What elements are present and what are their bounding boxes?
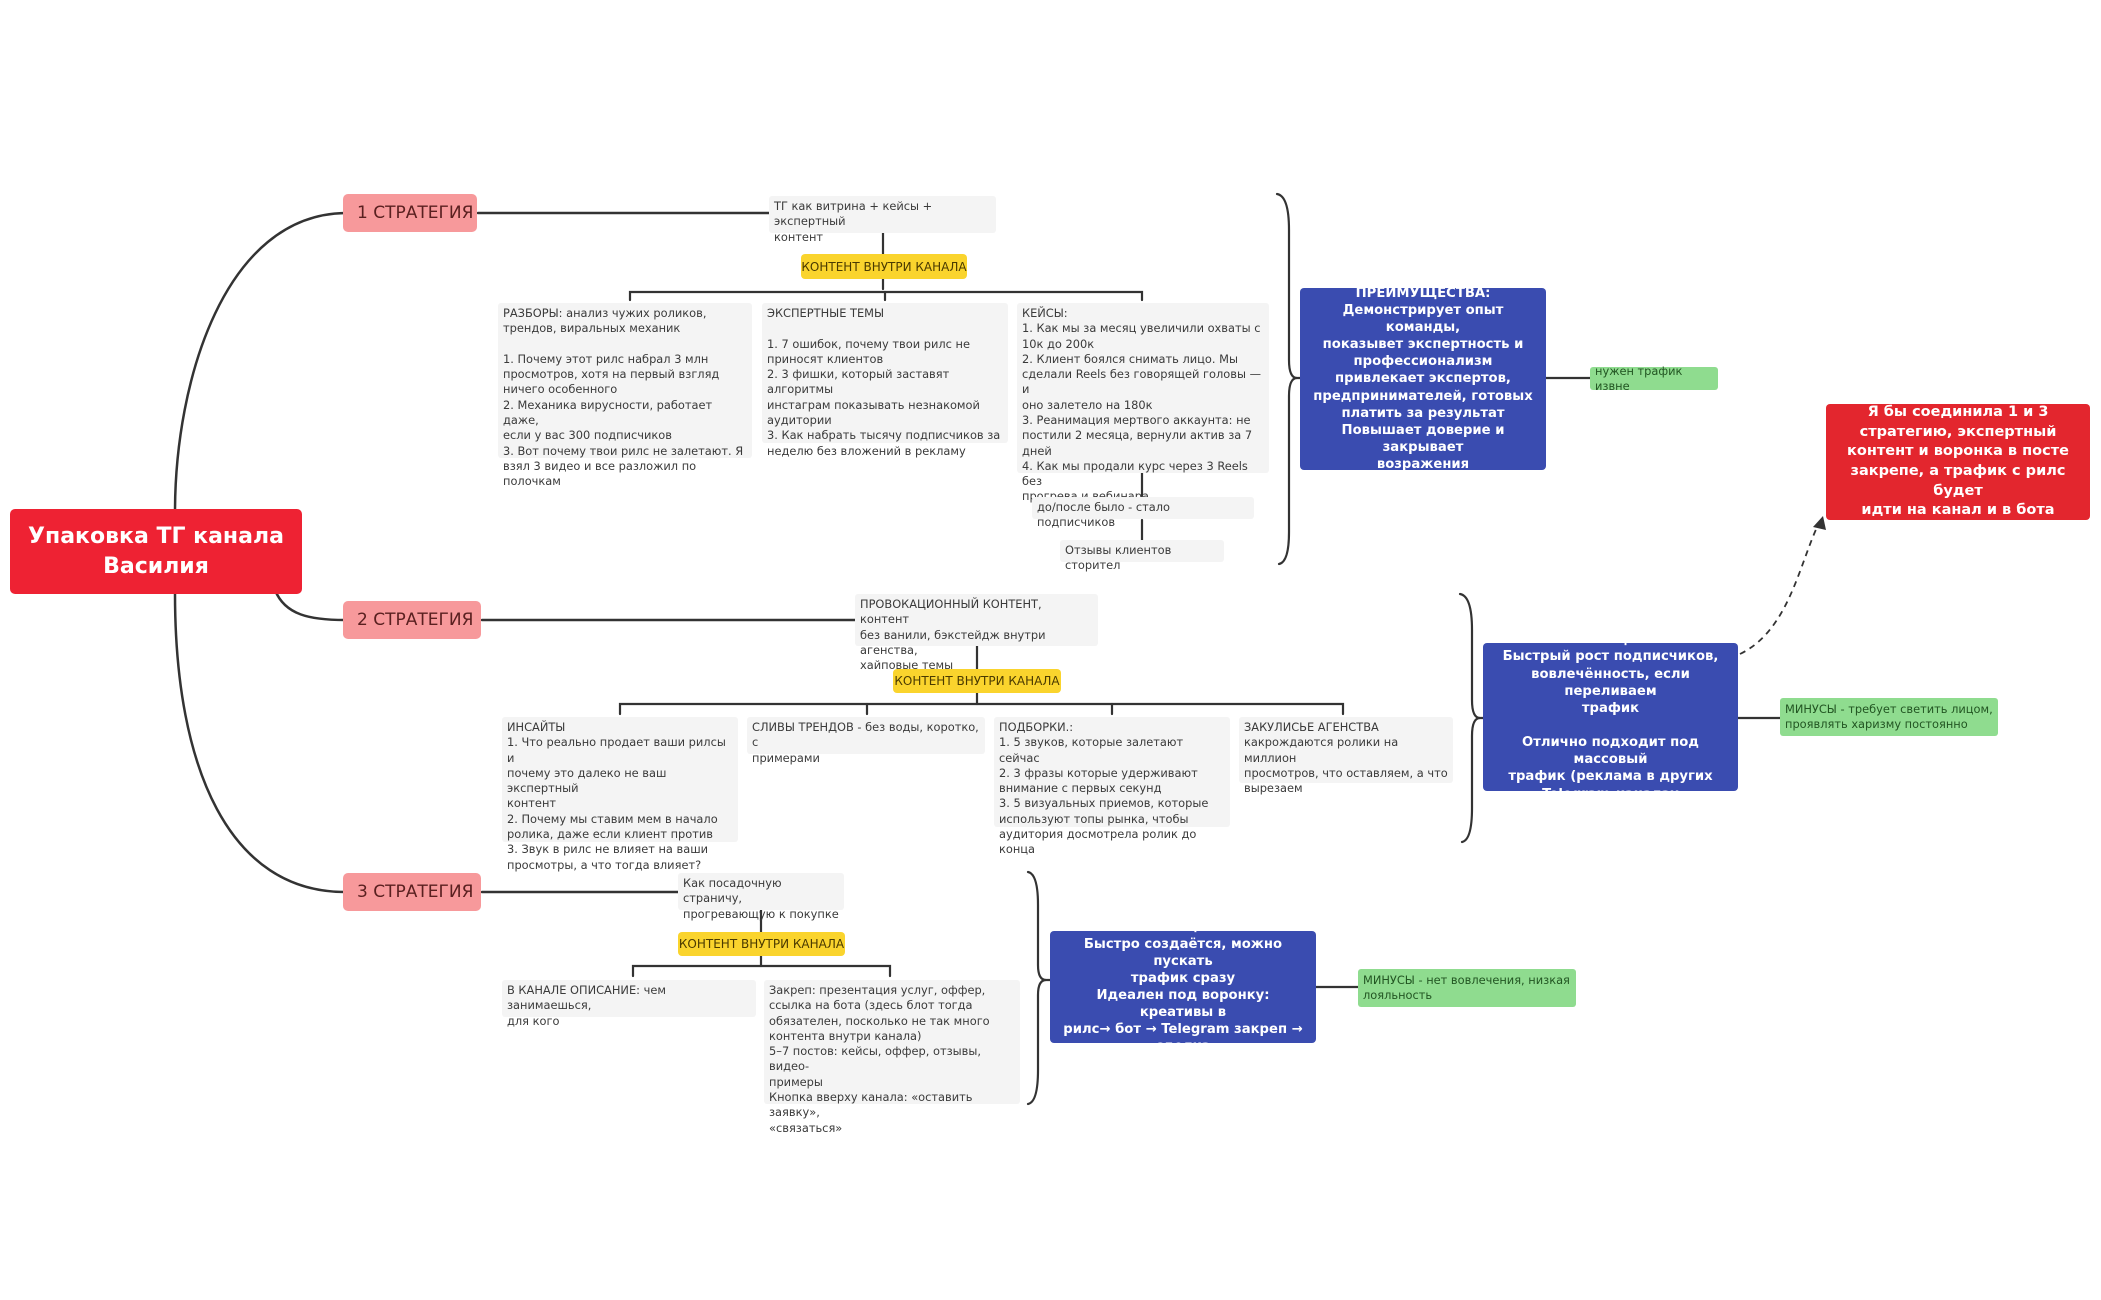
strategy-2-note[interactable]: МИНУСЫ - требует светить лицом, проявлят… — [1780, 698, 1998, 736]
brace-s2 — [1458, 592, 1481, 844]
strategy-3-content-label[interactable]: КОНТЕНТ ВНУТРИ КАНАЛА — [678, 932, 845, 956]
strategy-1-item-breakdowns[interactable]: РАЗБОРЫ: анализ чужих роликов, трендов, … — [498, 303, 752, 488]
root-topic[interactable]: Упаковка ТГ канала Василия — [10, 509, 302, 594]
strategy-1-sub-reviews[interactable]: Отзывы клиентов сторител — [1060, 540, 1224, 572]
strategy-2-content-label[interactable]: КОНТЕНТ ВНУТРИ КАНАЛА — [893, 669, 1061, 693]
strategy-1-description[interactable]: ТГ как витрина + кейсы + экспертный конт… — [769, 196, 996, 244]
strategy-3-node[interactable]: 3 СТРАТЕГИЯ — [343, 873, 481, 911]
strategy-3-item-description[interactable]: В КАНАЛЕ ОПИСАНИЕ: чем занимаешься, для … — [502, 980, 756, 1028]
strategy-1-item-expert-topics[interactable]: ЭКСПЕРТНЫЕ ТЕМЫ 1. 7 ошибок, почему твои… — [762, 303, 1008, 458]
strategy-2-item-backstage[interactable]: ЗАКУЛИСЬЕ АГЕНСТВА какрождаются ролики н… — [1239, 717, 1453, 795]
connector-root-s2 — [273, 588, 347, 622]
strategy-2-item-trends[interactable]: СЛИВЫ ТРЕНДОВ - без воды, коротко, с при… — [747, 717, 985, 765]
connector-adv2-conclusion — [1739, 520, 1821, 655]
strategy-3-description[interactable]: Как посадочную страничу, прогревающую к … — [678, 873, 844, 921]
conclusion-node[interactable]: Я бы соединила 1 и 3 стратегию, экспертн… — [1826, 404, 2090, 520]
arrowhead — [1813, 516, 1826, 530]
strategy-2-advantages[interactable]: ПРЕИМУЩЕСТВА Быстрый рост подписчиков, в… — [1483, 632, 1738, 802]
brace-s1 — [1275, 192, 1298, 566]
connector-root-s1 — [173, 211, 347, 514]
strategy-1-item-cases[interactable]: КЕЙСЫ: 1. Как мы за месяц увеличили охва… — [1017, 303, 1269, 503]
strategy-2-node[interactable]: 2 СТРАТЕГИЯ — [343, 601, 481, 639]
strategy-2-item-insights[interactable]: ИНСАЙТЫ 1. Что реально продает ваши рилс… — [502, 717, 738, 872]
connector-root-s3 — [173, 592, 347, 894]
connector-s2-bar — [618, 702, 1345, 716]
strategy-1-advantages[interactable]: ПРЕИМУЩЕСТВА: Демонстрирует опыт команды… — [1300, 286, 1546, 472]
strategy-1-content-label[interactable]: КОНТЕНТ ВНУТРИ КАНАЛА — [801, 254, 967, 279]
strategy-2-item-compilations[interactable]: ПОДБОРКИ.: 1. 5 звуков, которые залетают… — [994, 717, 1230, 856]
strategy-1-note[interactable]: нужен трафик извне — [1590, 364, 1718, 393]
strategy-1-sub-before-after[interactable]: до/после было - стало подписчиков — [1032, 497, 1254, 529]
strategy-3-advantages[interactable]: ПРЕИМУЩЕСТВА: Быстро создаётся, можно пу… — [1050, 919, 1316, 1054]
strategy-2-description[interactable]: ПРОВОКАЦИОННЫЙ КОНТЕНТ, контент без вани… — [855, 594, 1098, 672]
connector-s3-bar — [631, 964, 892, 978]
strategy-1-node[interactable]: 1 СТРАТЕГИЯ — [343, 194, 477, 232]
strategy-3-note[interactable]: МИНУСЫ - нет вовлечения, низкая лояльнос… — [1358, 969, 1576, 1007]
strategy-3-item-pinned[interactable]: Закреп: презентация услуг, оффер, ссылка… — [764, 980, 1020, 1135]
brace-s3 — [1026, 870, 1047, 1106]
